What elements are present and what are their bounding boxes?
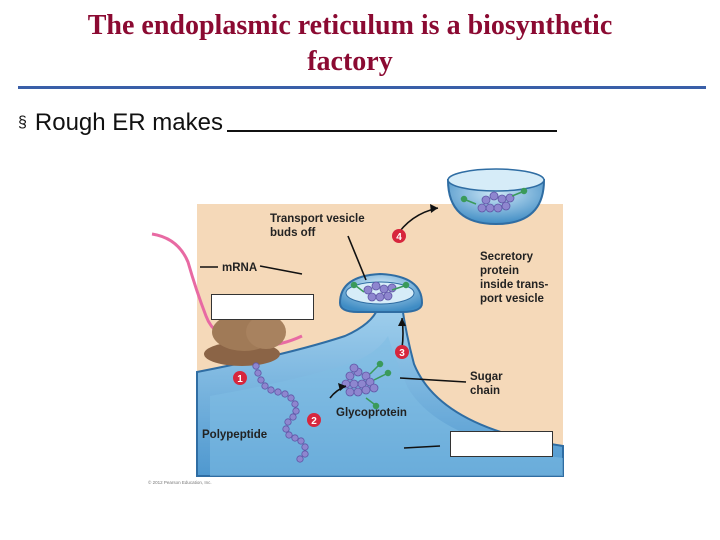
label-polypeptide: Polypeptide [202,429,267,441]
answer-box-ribosome[interactable] [211,294,314,320]
arrow-heads [338,204,438,391]
label-transport-vesicle-2: buds off [270,227,316,239]
step-badge-2 [307,413,321,427]
label-sugar-2: chain [470,385,500,397]
step-number-1: 1 [237,374,243,385]
bullet-rough-er: § Rough ER makes [18,108,557,137]
step-number-2: 2 [311,416,317,427]
bullet-text: Rough ER makes [34,109,223,136]
secretory-protein [477,191,515,213]
ribosome [204,313,286,366]
bullet-icon: § [18,114,27,131]
label-glycoprotein: Glycoprotein [336,407,407,419]
label-secretory-1: Secretory [480,251,534,263]
step-badge-1 [233,371,247,385]
ribosome-large-subunit-right [246,315,286,349]
title-line-1: The endoplasmic reticulum is a biosynthe… [87,10,613,41]
title-line-2: factory [307,46,393,77]
er-diagram: 1 2 3 4 Transport vesicle buds off mRNA … [148,168,564,485]
slide-title: The endoplasmic reticulum is a biosynthe… [30,8,670,80]
step-badges: 1 2 3 4 [233,229,409,427]
sugar-chains [365,360,392,410]
step-number-4: 4 [396,232,402,243]
label-transport-vesicle-1: Transport vesicle [270,213,365,225]
figure-copyright: © 2012 Pearson Education, Inc. [148,479,212,485]
step-badge-3 [395,345,409,359]
answer-box-er-membrane[interactable] [450,431,553,457]
er-figure: 1 2 3 4 Transport vesicle buds off mRNA … [140,166,580,496]
label-secretory-2: protein [480,265,519,277]
label-sugar-1: Sugar [470,371,503,383]
label-secretory-3: inside trans- [480,279,549,291]
label-mrna: mRNA [222,262,257,274]
fill-in-blank [227,108,557,132]
title-divider [18,86,706,89]
vesicle-sugars [350,281,410,293]
label-secretory-4: port vesicle [480,293,544,305]
transport-vesicle [446,179,546,226]
step-badge-4 [392,229,406,243]
step-number-3: 3 [399,348,405,359]
polypeptide-chain [252,362,309,463]
secretory-sugars [460,187,528,205]
transport-vesicle-opening [447,168,545,192]
glycoprotein-cluster [341,363,379,397]
